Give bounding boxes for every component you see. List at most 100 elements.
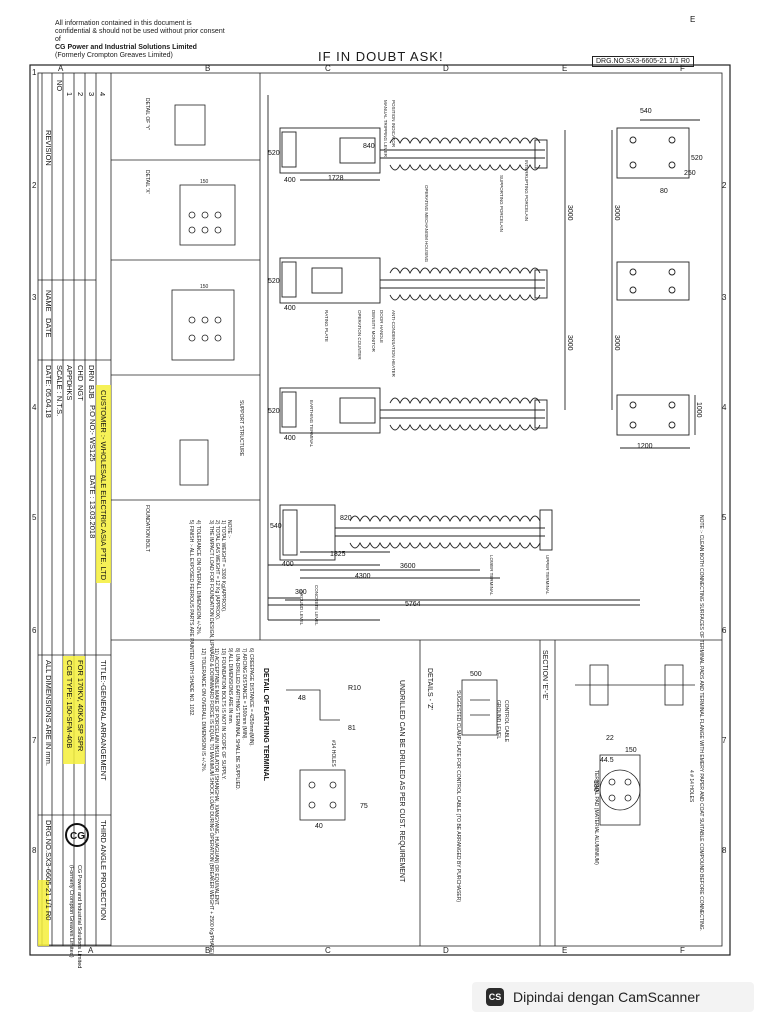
confidential-note: All information contained in this docume… <box>55 20 225 60</box>
bottom-detail-text: DETAIL OF EARTHING TERMINAL UNDRILLED CA… <box>262 650 637 883</box>
revision-name: NAME <box>44 290 53 312</box>
earthing-heading: DETAIL OF EARTHING TERMINAL <box>262 668 269 782</box>
camscanner-label: Dipindai dengan CamScanner <box>513 989 700 1005</box>
dim-80-top: 80 <box>660 188 668 195</box>
dim-75: 75 <box>360 803 368 810</box>
grid-col-d: D <box>443 64 449 73</box>
dim-44-5: 44.5 <box>600 757 614 764</box>
chd-name: NGT <box>76 385 85 401</box>
section-ee-heading: SECTION 'E'-'E' <box>541 650 548 700</box>
dim-1000-top: 1000 <box>695 402 702 418</box>
grid-numbers: 1 2 3 4 5 6 7 8 2 3 4 5 6 7 8 <box>32 68 727 855</box>
dim-3000-1: 3000 <box>566 205 573 221</box>
dim-1825: 1825 <box>330 551 346 558</box>
customer-highlight <box>96 385 111 583</box>
note-10: 10) FOUNDATION BOLTS IS NOT IN SCOPE OF … <box>220 648 226 780</box>
foundation-bolt-label: FOUNDATION BOLT <box>144 505 150 552</box>
grid-row-8-right: 8 <box>722 846 727 855</box>
dim-4300: 4300 <box>355 573 371 580</box>
grid-row-6: 6 <box>32 626 37 635</box>
label-door-handle: DOOR HANDLE <box>379 310 384 343</box>
grid-row-6-right: 6 <box>722 626 727 635</box>
top-view <box>616 119 700 449</box>
dim-5764: 5764 <box>405 601 421 608</box>
notes-heading: NOTE :- <box>226 520 232 539</box>
grid-letters: A B C D E F A B C D E F <box>58 64 685 955</box>
dim-400-1: 400 <box>284 177 296 184</box>
rev-1: 1 <box>65 92 74 96</box>
third-angle: THIRD ANGLE PROJECTION <box>99 820 108 920</box>
detail-y-label: DETAIL OF 'Y' <box>144 98 150 130</box>
dim-500: 500 <box>470 671 482 678</box>
label-earthing-terminal: EARTHING TERMINAL <box>309 400 314 448</box>
note-12: 12) TOLERANCE ON OVERALL DIMENSION IS +/… <box>200 648 206 772</box>
appd-label: APPD <box>65 365 74 386</box>
customer-po: P.O NO:- WS125 <box>88 405 97 462</box>
detail-x-label: DETAIL 'X' <box>144 170 150 194</box>
dim-250-top: 250 <box>684 170 696 177</box>
banner-title: IF IN DOUBT ASK! <box>318 49 444 64</box>
dim-3000-2: 3000 <box>566 335 573 351</box>
grid-row-2-right: 2 <box>722 181 727 190</box>
inner-border <box>37 72 723 947</box>
title-text: TITLE:-GENERAL ARRANGEMENT <box>99 660 108 781</box>
label-operation-counter: OPERATION COUNTER <box>357 310 362 360</box>
note-clean-text: NOTE :- CLEAN BOTH CONNECTING SURFACES O… <box>698 515 704 931</box>
camscanner-badge: CS Dipindai dengan CamScanner <box>472 982 754 1012</box>
drn-name: BJB <box>87 385 96 399</box>
dim-150b: 150 <box>200 284 209 290</box>
grid-col-f: F <box>680 64 685 73</box>
label-lower-terminal: LOWER TERMINAL <box>489 555 494 596</box>
dim-1200-top: 1200 <box>637 443 653 450</box>
revision-date: DATE <box>44 318 53 337</box>
grid-col-e-bottom: E <box>562 946 567 955</box>
breaker-elevation <box>267 95 640 621</box>
note-7: 7) ARCING DISTANCE = 1500mm (MIN). <box>241 648 247 740</box>
dim-300: 300 <box>295 589 307 596</box>
grid-col-a-bottom: A <box>88 946 94 955</box>
dim-1728: 1728 <box>328 175 344 182</box>
label-density-monitor: DENSITY MONITOR <box>371 310 376 353</box>
cg-logo-icon <box>65 823 89 847</box>
grid-row-2: 2 <box>32 181 37 190</box>
title-dims: ALL DIMENSIONS ARE IN mm. <box>44 660 53 766</box>
label-ground-level: GROUND LEVEL <box>299 590 304 626</box>
dim-22: 22 <box>606 735 614 742</box>
grid-col-c-bottom: C <box>325 946 331 955</box>
dim-400-front: 400 <box>282 561 294 568</box>
rev-no: NO <box>55 80 64 91</box>
details-z-heading: DETAILS - 'Z' <box>426 668 433 710</box>
customer-date: DATE : 13.03.2018 <box>88 475 97 538</box>
label-clamp: SUGGESTED CLAMP PLATE FOR CONTROL CABLE … <box>455 690 461 902</box>
label-concrete-level: CONCRETE LEVEL <box>314 585 319 626</box>
grid-row-4-right: 4 <box>722 403 727 412</box>
dim-3000-3: 3000 <box>613 205 620 221</box>
drn-label: DRN <box>87 365 96 381</box>
note-2: 2) TOTAL GAS WEIGHT = 12 Kg (APPROX). <box>214 520 220 620</box>
left-title-block <box>38 73 112 946</box>
note-11: 11) ACCEPTABLE MAKE OF PORCELAIN INSULAT… <box>213 648 219 906</box>
notes-block: NOTE :- 1) TOTAL WEIGHT = 3300 Kg(APPROX… <box>188 520 254 956</box>
drgno-highlight <box>38 880 49 946</box>
label-upper-terminal: UPPER TERMINAL <box>545 555 550 595</box>
bottom-detail-panels <box>260 639 722 946</box>
label-interrupting-porcelain: INTERRUPTING PORCELAIN <box>524 160 529 221</box>
label-manual-tripping: MANUAL TRIPPING LEVER <box>383 100 388 158</box>
cg-logo-text: CG <box>70 831 85 842</box>
dim-3000-4: 3000 <box>613 335 620 351</box>
rev-4: 4 <box>98 92 107 96</box>
section-marker-e: E <box>690 15 695 24</box>
grid-row-3: 3 <box>32 293 37 302</box>
undrilled-text: UNDRILLED CAN BE DRILLED AS PER CUST. RE… <box>398 680 405 883</box>
title-for: FOR 170KV, 40KA SP SPR <box>76 660 85 752</box>
note-8: 8) UN-DRILLED EARTHING TERMINAL SHALL BE… <box>234 648 240 790</box>
dim-840: 840 <box>363 143 375 150</box>
detail-panels-b <box>111 73 261 640</box>
grid-col-c: C <box>325 64 331 73</box>
note-6: 6) CREEPAGE DISTANCE = 4250mm(MIN). <box>248 648 254 747</box>
company-formerly-block: (Formerly Crompton Greaves Limited) <box>68 865 74 958</box>
grid-row-7: 7 <box>32 736 37 745</box>
customer-line: CUSTOMER :- WHOLESALE ELECTRIC ASIA PTE.… <box>99 390 108 581</box>
grid-row-7-right: 7 <box>722 736 727 745</box>
rating-highlight <box>74 656 85 764</box>
